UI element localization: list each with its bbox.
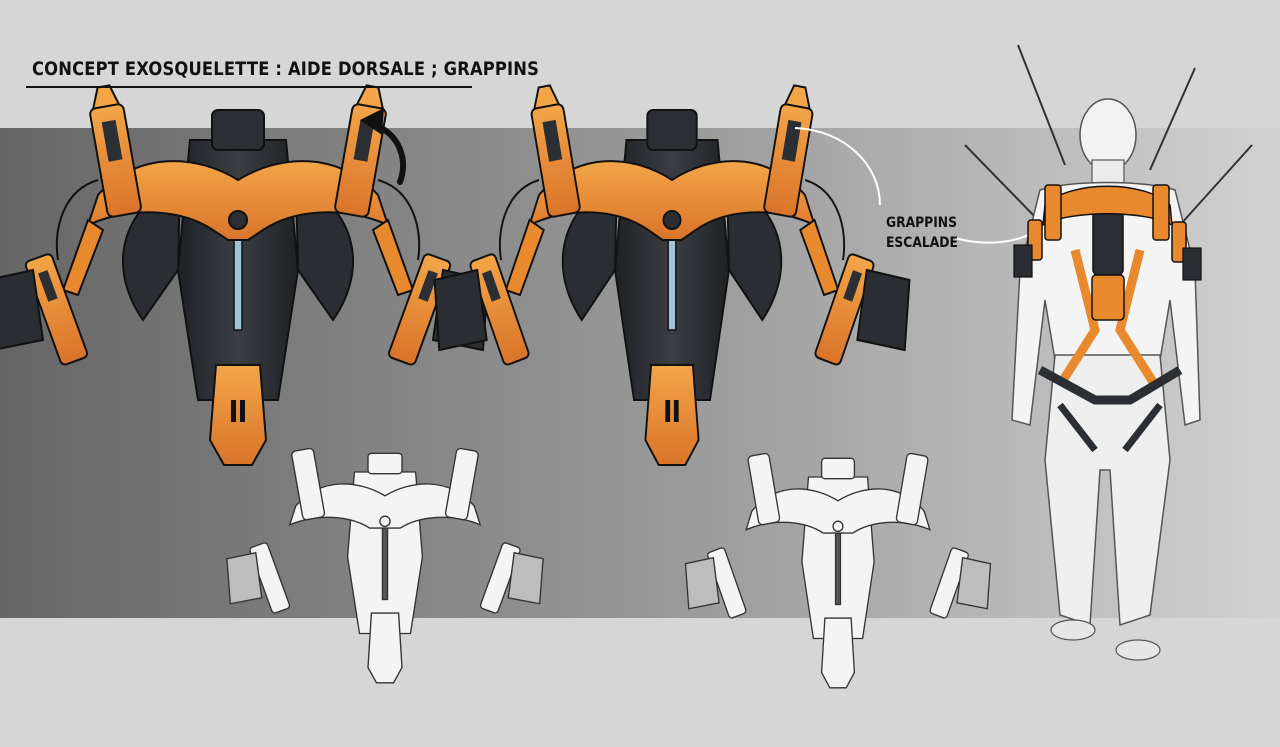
callout-label: GRAPPINS ESCALADE <box>886 213 958 253</box>
callout-line-2: ESCALADE <box>886 235 958 251</box>
rotate-arrow-icon <box>360 108 406 185</box>
figure-with-exoskeleton <box>964 44 1253 661</box>
callout-leader-top <box>794 127 881 206</box>
title-underline <box>26 86 472 88</box>
callout-line-1: GRAPPINS <box>886 215 957 231</box>
page-title: CONCEPT EXOSQUELETTE : AIDE DORSALE ; GR… <box>32 58 540 80</box>
